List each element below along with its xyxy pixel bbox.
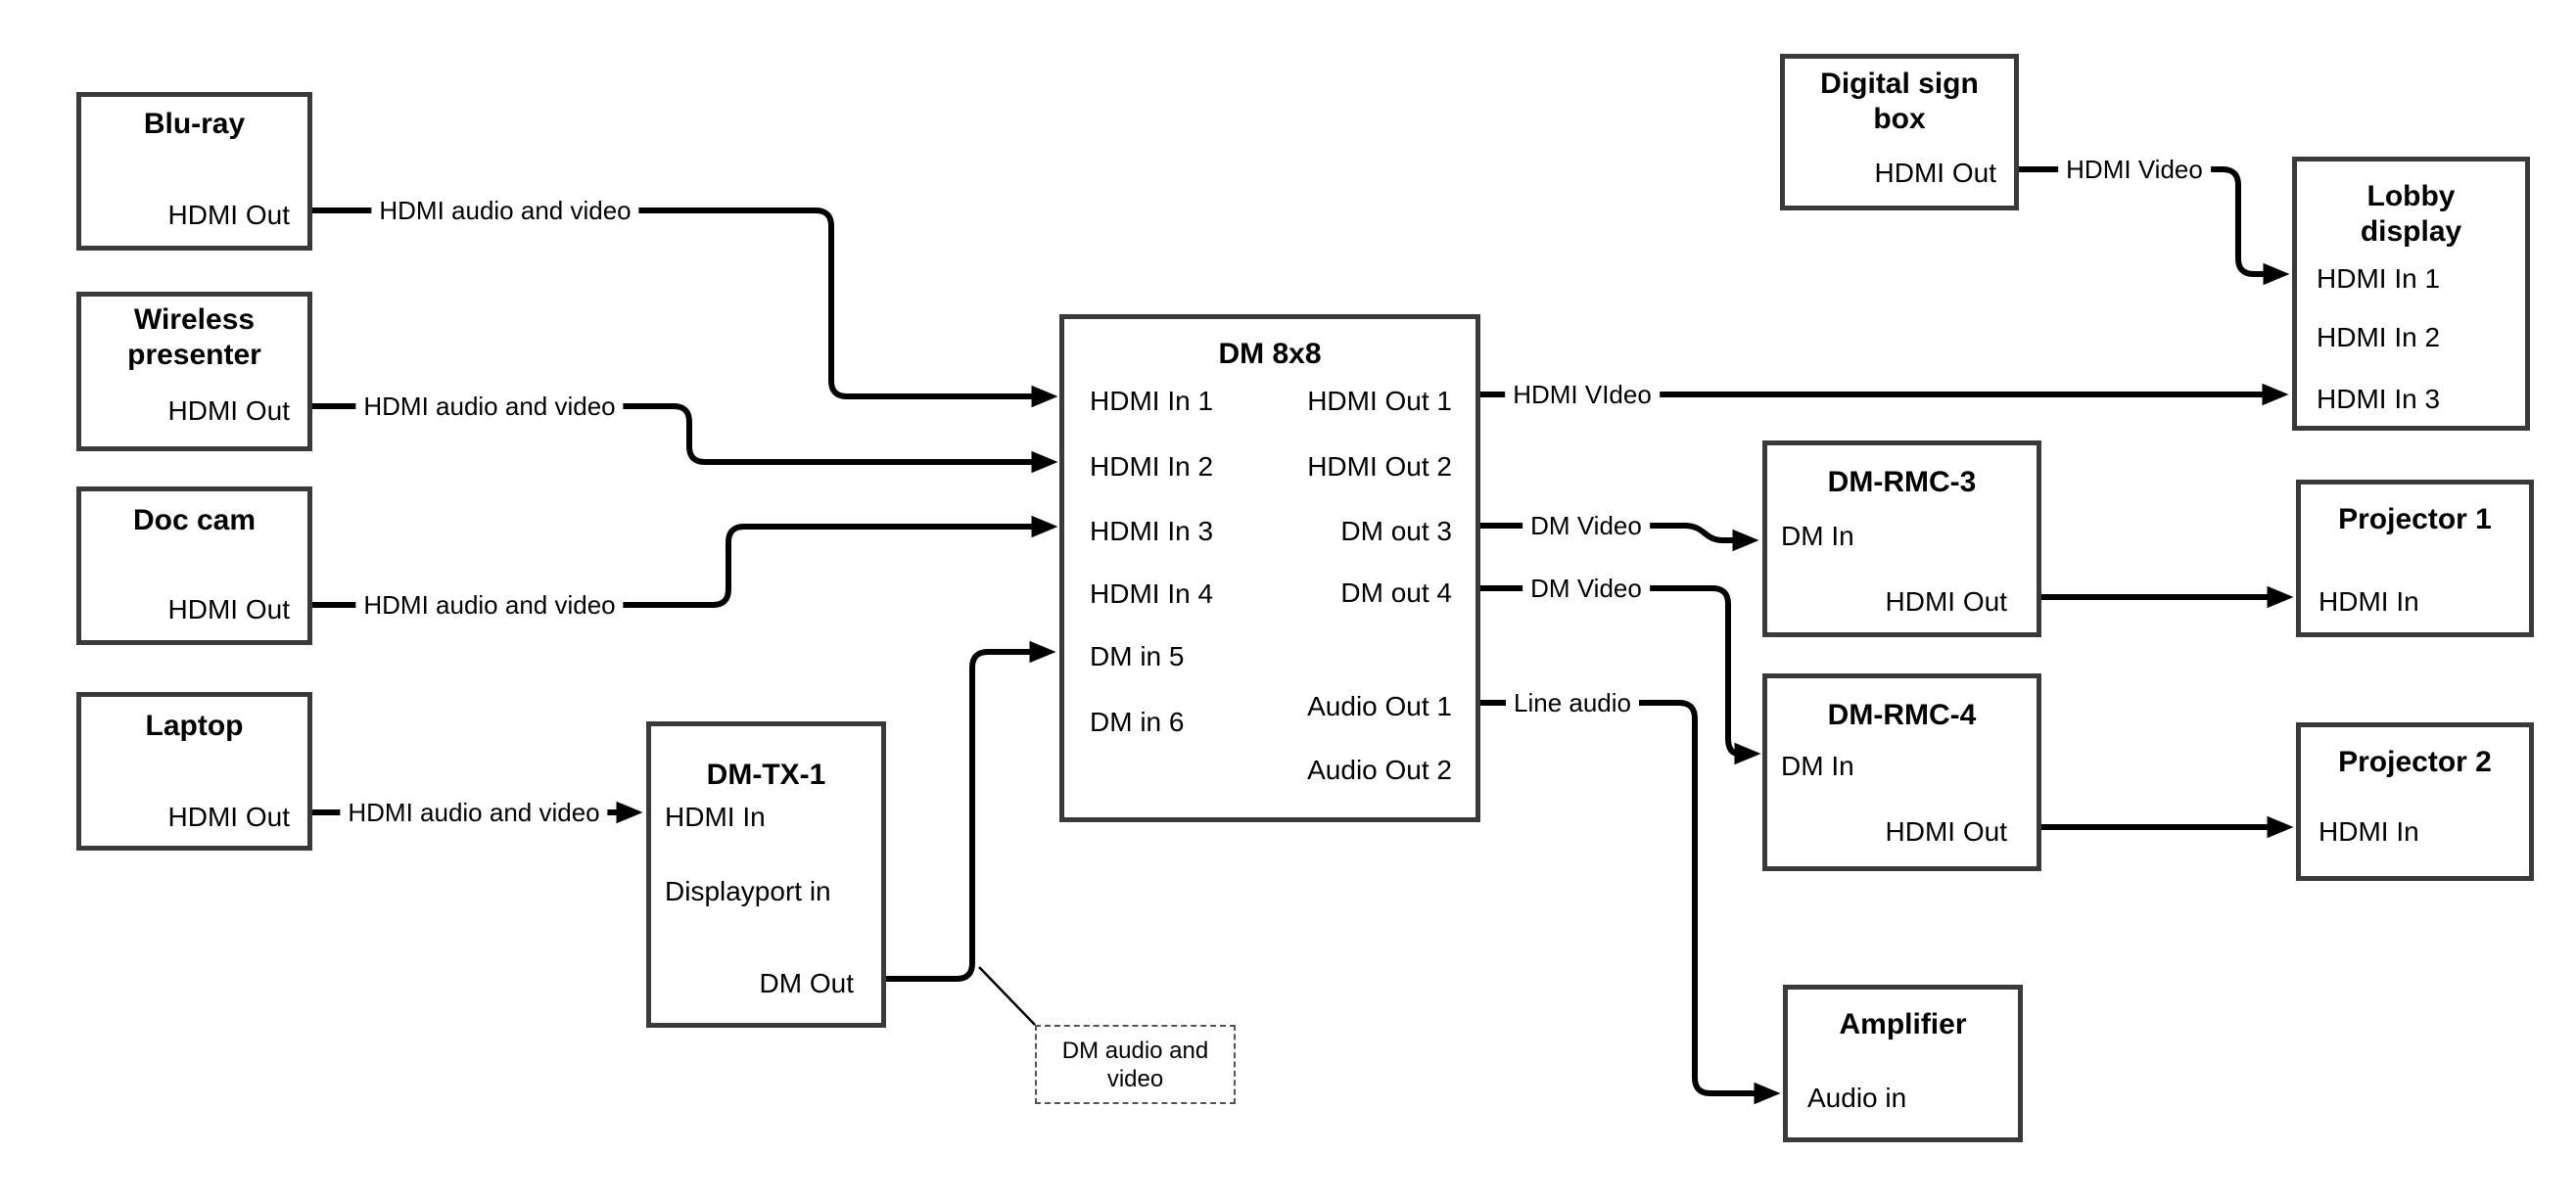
wire-label-hdmi-video-sign: HDMI Video bbox=[2058, 154, 2211, 185]
node-title: Wireless presenter bbox=[127, 303, 261, 371]
wire-label-hdmi-av-bluray: HDMI audio and video bbox=[371, 195, 639, 226]
node-dm-tx-1: DM-TX-1 HDMI In Displayport in DM Out bbox=[646, 721, 886, 1028]
node-title: Lobby display bbox=[2360, 180, 2462, 248]
wire-dm8x8-out4-to-rmc4 bbox=[1480, 585, 1761, 765]
node-doc-cam: Doc cam HDMI Out bbox=[76, 486, 312, 645]
port-audio-out-2: Audio Out 2 bbox=[1307, 755, 1452, 785]
node-amplifier: Amplifier Audio in bbox=[1783, 985, 2023, 1142]
node-dm-8x8: DM 8x8 HDMI In 1 HDMI In 2 HDMI In 3 HDM… bbox=[1059, 314, 1480, 822]
port-hdmi-in-2: HDMI In 2 bbox=[1090, 451, 1214, 482]
node-dm-rmc-4: DM-RMC-4 DM In HDMI Out bbox=[1762, 673, 2041, 871]
port-dm-out-3: DM out 3 bbox=[1340, 516, 1452, 546]
node-title: DM-RMC-4 bbox=[1827, 699, 1977, 731]
node-title: Digital sign box bbox=[1820, 68, 1979, 135]
node-lobby-display: Lobby display HDMI In 1 HDMI In 2 HDMI I… bbox=[2292, 157, 2530, 431]
port-hdmi-out: HDMI Out bbox=[167, 802, 290, 832]
port-hdmi-out: HDMI Out bbox=[167, 200, 290, 230]
node-projector-2: Projector 2 HDMI In bbox=[2296, 722, 2534, 881]
port-hdmi-in: HDMI In bbox=[665, 802, 766, 832]
port-hdmi-out: HDMI Out bbox=[167, 395, 290, 426]
port-hdmi-out: HDMI Out bbox=[1885, 816, 2007, 847]
node-title: Blu-ray bbox=[143, 108, 246, 140]
port-audio-out-1: Audio Out 1 bbox=[1307, 691, 1452, 721]
port-dm-in-6: DM in 6 bbox=[1090, 707, 1185, 737]
wire-label-dm-video-out4: DM Video bbox=[1522, 573, 1650, 604]
port-audio-in: Audio in bbox=[1807, 1083, 1907, 1113]
port-hdmi-out: HDMI Out bbox=[1885, 586, 2007, 617]
port-hdmi-in-4: HDMI In 4 bbox=[1090, 578, 1214, 609]
port-hdmi-out: HDMI Out bbox=[1874, 158, 1996, 188]
node-dm-rmc-3: DM-RMC-3 DM In HDMI Out bbox=[1762, 440, 2041, 637]
wire-label-hdmi-av-laptop: HDMI audio and video bbox=[340, 797, 608, 828]
port-hdmi-in-2: HDMI In 2 bbox=[2317, 322, 2441, 352]
node-title: DM 8x8 bbox=[1218, 338, 1322, 370]
node-title: Doc cam bbox=[132, 504, 257, 536]
port-hdmi-in-3: HDMI In 3 bbox=[2317, 384, 2441, 414]
note-leader-line bbox=[978, 966, 1036, 1026]
wire-dm8x8-audio1-to-amp bbox=[1480, 700, 1781, 1105]
port-hdmi-out-2: HDMI Out 2 bbox=[1307, 451, 1452, 482]
wire-label-hdmi-av-doccam: HDMI audio and video bbox=[355, 589, 624, 621]
port-displayport-in: Displayport in bbox=[665, 876, 831, 906]
wire-label-hdmi-av-wireless: HDMI audio and video bbox=[355, 391, 624, 422]
node-wireless-presenter: Wireless presenter HDMI Out bbox=[76, 292, 312, 451]
node-title: Projector 2 bbox=[2338, 746, 2492, 778]
wire-label-dm-video-out3: DM Video bbox=[1522, 510, 1650, 541]
port-dm-out: DM Out bbox=[759, 968, 854, 998]
node-title: DM-TX-1 bbox=[706, 759, 826, 791]
node-laptop: Laptop HDMI Out bbox=[76, 692, 312, 851]
node-title: Amplifier bbox=[1839, 1008, 1967, 1040]
annotation-dm-audio-video: DM audio and video bbox=[1035, 1025, 1236, 1104]
node-title: DM-RMC-3 bbox=[1827, 466, 1977, 498]
wire-bluray-to-dm8x8-in1 bbox=[312, 208, 1058, 408]
node-title: Projector 1 bbox=[2338, 503, 2492, 535]
node-title: Laptop bbox=[145, 710, 244, 742]
port-dm-in-5: DM in 5 bbox=[1090, 641, 1185, 671]
wire-label-line-audio: Line audio bbox=[1506, 687, 1639, 718]
port-hdmi-in: HDMI In bbox=[2318, 586, 2419, 617]
port-hdmi-in-3: HDMI In 3 bbox=[1090, 516, 1214, 546]
node-bluray: Blu-ray HDMI Out bbox=[76, 92, 312, 251]
port-dm-out-4: DM out 4 bbox=[1340, 577, 1452, 608]
port-hdmi-out: HDMI Out bbox=[167, 594, 290, 624]
wire-label-hdmi-video-out1: HDMI VIdeo bbox=[1505, 379, 1660, 410]
wire-dmtx1-to-dm8x8-in5 bbox=[886, 640, 1056, 982]
port-dm-in: DM In bbox=[1781, 521, 1854, 551]
port-hdmi-in: HDMI In bbox=[2318, 816, 2419, 847]
port-hdmi-in-1: HDMI In 1 bbox=[1090, 386, 1214, 416]
port-hdmi-in-1: HDMI In 1 bbox=[2317, 263, 2441, 294]
node-projector-1: Projector 1 HDMI In bbox=[2296, 480, 2534, 637]
annotation-text: DM audio and video bbox=[1061, 1037, 1209, 1092]
wire-digitalsign-to-lobby-in1 bbox=[2019, 166, 2290, 286]
node-digital-sign-box: Digital sign box HDMI Out bbox=[1780, 54, 2019, 210]
port-dm-in: DM In bbox=[1781, 751, 1854, 781]
port-hdmi-out-1: HDMI Out 1 bbox=[1307, 386, 1452, 416]
